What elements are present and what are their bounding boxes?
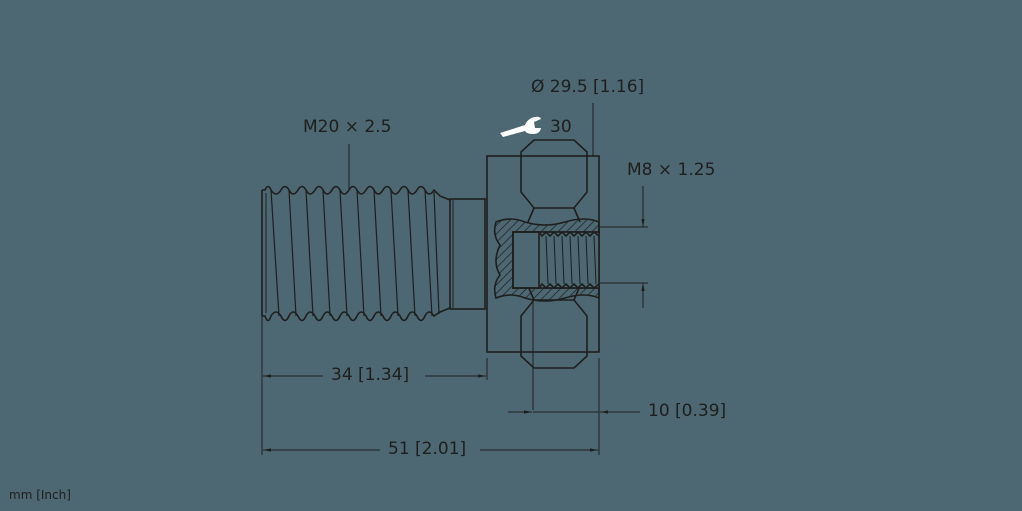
- units-note: mm [Inch]: [9, 488, 71, 502]
- neck: [449, 198, 486, 310]
- wrench-icon: [500, 116, 541, 137]
- thread-main-label: M20 × 2.5: [303, 117, 392, 137]
- diameter-label: Ø 29.5 [1.16]: [531, 77, 645, 97]
- section-hatch: [493, 218, 600, 302]
- wrench-size-label: 30: [550, 117, 572, 137]
- dim-length-total-label: 51 [2.01]: [388, 439, 467, 459]
- dim-length-body-label: 34 [1.34]: [331, 365, 410, 385]
- dim-hex-width-label: 10 [0.39]: [648, 401, 727, 421]
- threaded-shank: [261, 185, 451, 322]
- thread-internal-label: M8 × 1.25: [627, 160, 716, 180]
